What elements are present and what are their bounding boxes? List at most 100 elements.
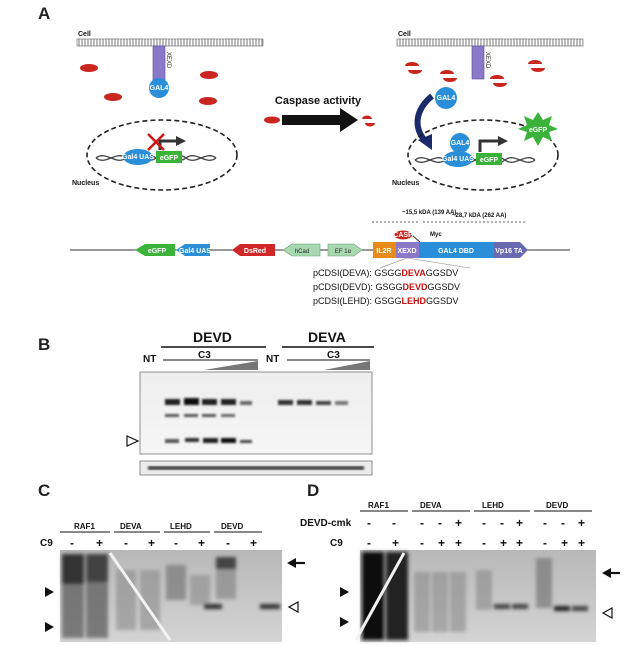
d-sign: + <box>438 536 445 550</box>
blot-band <box>165 399 180 405</box>
gel-band <box>86 554 108 582</box>
egfp-box-right <box>476 153 502 165</box>
sequence-lehd: pCDSI(LEHD): GSGGLEHDGGSDV <box>313 296 459 306</box>
casp-oval <box>264 116 280 124</box>
cleaved-casp <box>490 75 507 87</box>
d-sign: + <box>455 516 462 530</box>
casp-construct <box>394 230 412 240</box>
gal4-uas-right <box>443 151 473 167</box>
sequence-list: pCDSI(DEVA): GSGGDEVAGGSDV pCDSI(DEVD): … <box>313 268 460 306</box>
d-sign: + <box>392 536 399 550</box>
c-sign: + <box>148 536 155 550</box>
cell-label-left: Cell <box>78 31 91 38</box>
gal4-label-bound: GAL4 <box>451 140 470 147</box>
egfp-box-left <box>156 151 182 163</box>
cell-membrane-left <box>76 38 264 47</box>
c3-gradient-1 <box>204 361 258 370</box>
gel-band <box>62 554 84 584</box>
nucleus-right <box>407 119 559 191</box>
d-sign: - <box>561 516 565 530</box>
blot-band <box>185 438 199 442</box>
ef1a-element <box>327 243 363 257</box>
gel-band <box>216 557 236 569</box>
c-marker-arrowhead <box>45 622 54 632</box>
dna-right-b <box>414 157 536 163</box>
panel-label-a: A <box>38 4 50 23</box>
gel-band <box>536 558 552 608</box>
transcription-arrow-right <box>478 139 500 152</box>
d-sign: + <box>516 536 523 550</box>
vp16-element <box>494 242 528 258</box>
gal4-uas-element-label: Gal4 UAS <box>179 248 211 255</box>
panel-label-d: D <box>307 481 319 500</box>
panel-label-c: C <box>38 481 50 500</box>
d-sign: - <box>500 516 504 530</box>
egfp-label-left: eGFP <box>160 155 179 162</box>
gal4-left <box>149 78 169 98</box>
cleaved-casp <box>405 62 422 74</box>
gal4dbd-element <box>419 242 494 258</box>
d-sign: + <box>516 516 523 530</box>
d-marker-arrowhead <box>340 617 349 627</box>
cleaved-casp <box>362 115 375 127</box>
c-cleaved-open-arrow <box>287 600 299 614</box>
blot-band <box>184 414 198 417</box>
d-sign: + <box>455 536 462 550</box>
gal4dbd-element-label: GAL4 DBD <box>438 248 474 255</box>
c-row-label: C9 <box>40 538 53 549</box>
d-lane-lehd: LEHD <box>482 501 504 510</box>
panel-label-b: B <box>38 335 50 354</box>
c3-label-2: C3 <box>327 350 340 361</box>
d-sign: - <box>420 536 424 550</box>
sequence-deva: pCDSI(DEVA): GSGGDEVAGGSDV <box>313 268 458 278</box>
casp-oval <box>80 64 98 72</box>
seq-callout-left <box>379 257 408 269</box>
casp-construct-label: CASP <box>393 232 413 239</box>
blot-band <box>335 401 348 405</box>
d-row2-label: C9 <box>330 538 343 549</box>
il2r-element-label: IL2R <box>376 248 391 255</box>
gel-band <box>450 572 466 632</box>
d-cleaved-open-arrow <box>601 606 613 620</box>
dsred-element <box>232 244 275 256</box>
gel-band <box>554 606 570 611</box>
gel-band <box>216 569 236 599</box>
c-lane-lehd: LEHD <box>170 522 192 531</box>
c-marker-arrowhead <box>45 587 54 597</box>
gel-scratch <box>354 552 406 641</box>
c-lane-devd: DEVD <box>221 522 243 531</box>
nucleus-label-right: Nucleus <box>392 180 419 187</box>
xexd-label-right: XEXD <box>484 52 490 69</box>
xexd-receptor-left <box>152 45 166 83</box>
gel-band <box>414 572 430 632</box>
d-sign: - <box>543 516 547 530</box>
c-lane-raf1: RAF1 <box>74 522 95 531</box>
c-sign: - <box>70 536 74 550</box>
caspase-activity-arrow <box>282 108 358 132</box>
hcad-element <box>282 243 321 257</box>
gal4-uas-left <box>123 149 153 165</box>
gel-band <box>494 604 510 609</box>
d-full-length-arrow-head <box>602 568 611 578</box>
gel-band <box>260 604 280 609</box>
translocation-arrow-head <box>418 134 432 150</box>
d-sign: + <box>578 516 585 530</box>
c-sign: - <box>226 536 230 550</box>
d-sign-row-2: - + - + + - + + - + + <box>367 536 585 550</box>
d-sign: + <box>578 536 585 550</box>
c-sign: + <box>96 536 103 550</box>
c-full-length-arrow-head <box>287 558 296 568</box>
casp-right-group <box>405 60 545 87</box>
cell-label-right: Cell <box>398 31 411 38</box>
xexd-receptor-right <box>471 45 485 80</box>
kda-left: ~15,5 kDA (139 AA) <box>402 210 456 216</box>
gal4-uas-label-right: Gal4 UAS <box>442 156 474 163</box>
d-sign: - <box>367 536 371 550</box>
seq-callout-right <box>406 257 471 269</box>
gel-band <box>140 570 160 630</box>
cell-membrane-right <box>396 38 584 47</box>
xexd-element <box>396 242 419 258</box>
gel-d <box>354 550 596 642</box>
c-sign: + <box>250 536 257 550</box>
